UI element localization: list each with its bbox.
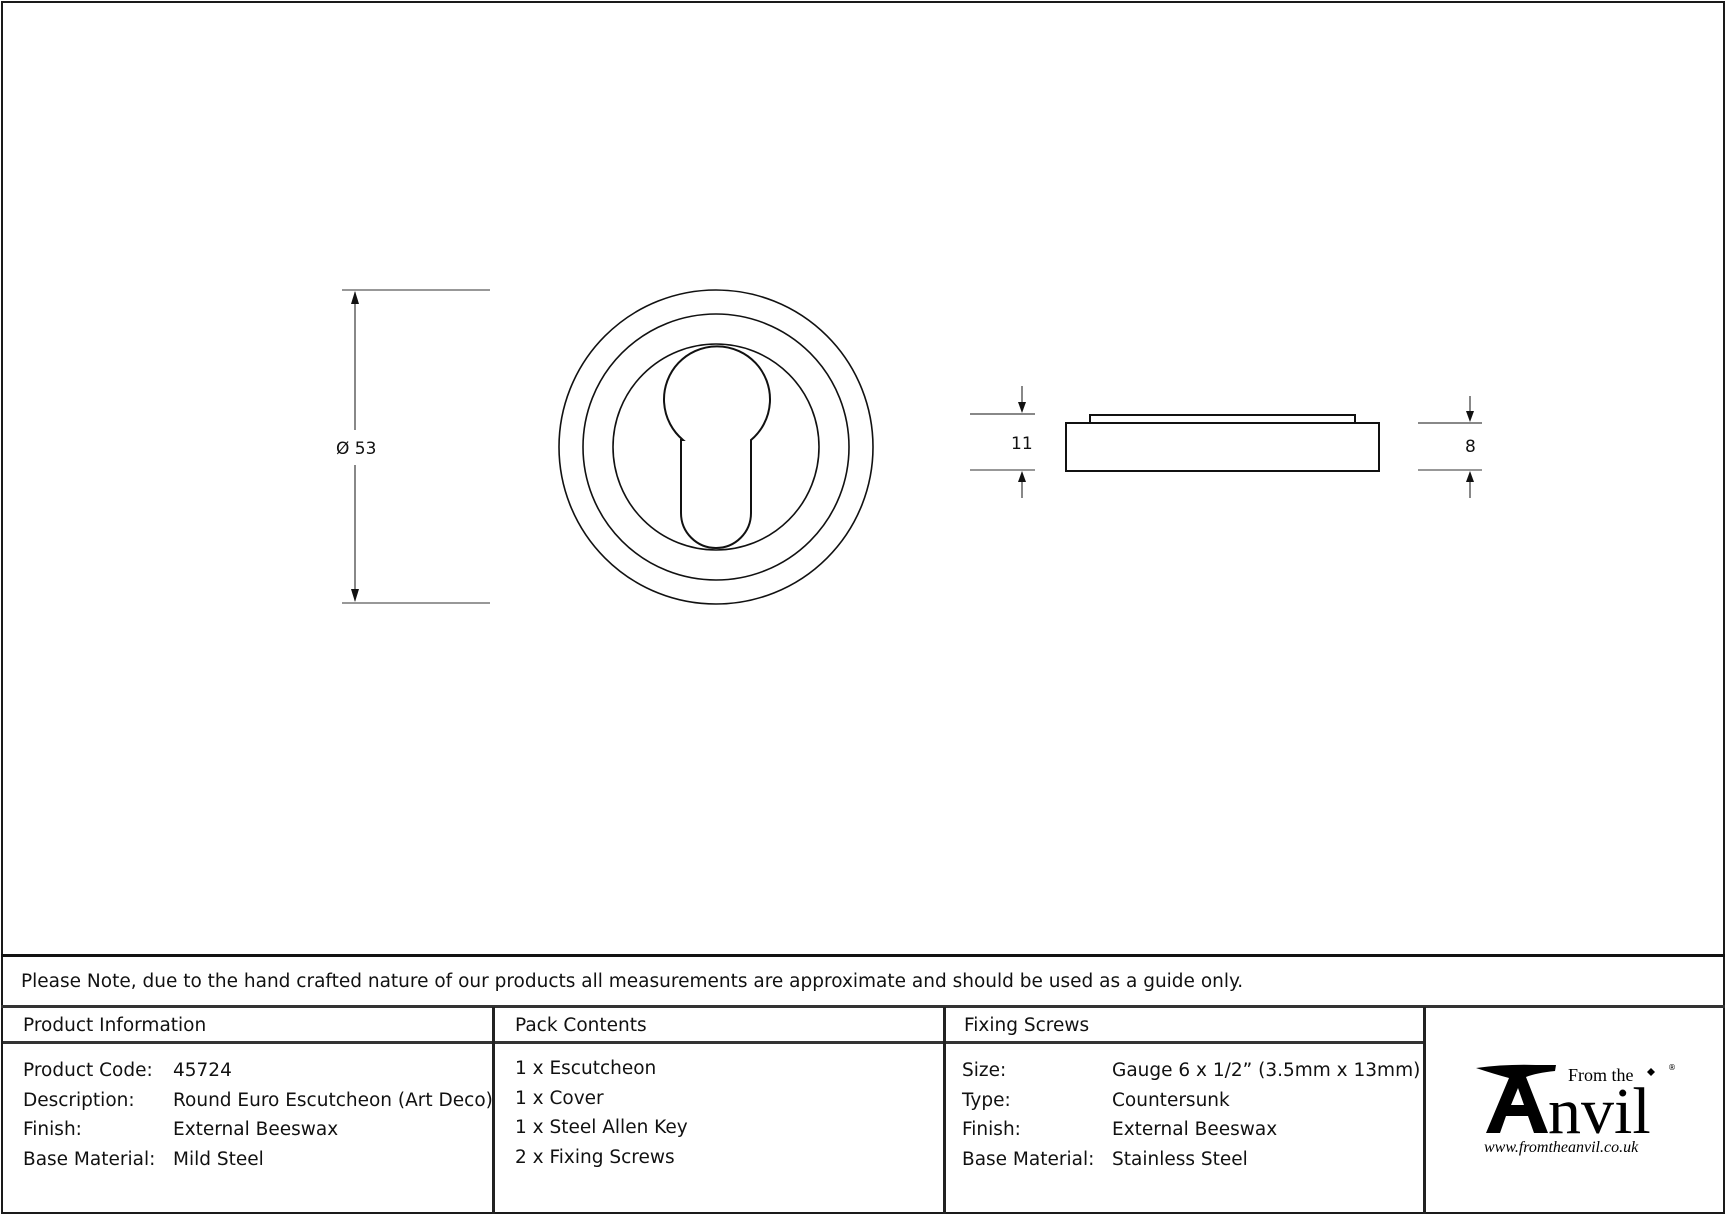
registered-mark: ® xyxy=(1668,1063,1676,1072)
screw-finish-label: Finish: xyxy=(962,1119,1021,1140)
diamond-icon xyxy=(1647,1068,1655,1076)
list-item: 2 x Fixing Screws xyxy=(515,1146,675,1168)
list-item: 1 x Steel Allen Key xyxy=(515,1117,688,1138)
product-information-header: Product Information xyxy=(3,1007,493,1044)
screw-size-value: Gauge 6 x 1/2” (3.5mm x 13mm) xyxy=(1112,1060,1421,1081)
total-height-dimension xyxy=(970,386,1035,498)
fixing-screws-table: Size: Gauge 6 x 1/2” (3.5mm x 13mm) Type… xyxy=(962,1056,1420,1174)
disclaimer-note: Please Note, due to the hand crafted nat… xyxy=(1,954,1725,1008)
pack-contents-header: Pack Contents xyxy=(495,1007,943,1044)
screw-finish-value: External Beeswax xyxy=(1112,1119,1278,1140)
fixing-screws-heading: Fixing Screws xyxy=(964,1015,1090,1036)
screw-size-label: Size: xyxy=(962,1060,1007,1081)
list-item: 1 x Cover xyxy=(515,1087,604,1109)
description-label: Description: xyxy=(23,1089,135,1111)
logo-brand-name: nvil xyxy=(1548,1075,1651,1148)
column-divider xyxy=(492,1007,495,1214)
product-info-row: Finish: External Beeswax xyxy=(23,1115,493,1145)
pack-contents-heading: Pack Contents xyxy=(515,1015,647,1036)
logo-website: www.fromtheanvil.co.uk xyxy=(1484,1139,1639,1156)
product-info-row: Base Material: Mild Steel xyxy=(23,1145,493,1175)
finish-value: External Beeswax xyxy=(173,1119,339,1140)
escutcheon-side-view xyxy=(1065,414,1380,472)
fixing-screws-row: Finish: External Beeswax xyxy=(962,1115,1420,1145)
base-material-label: Base Material: xyxy=(23,1148,156,1170)
column-divider xyxy=(943,1007,946,1214)
product-code-label: Product Code: xyxy=(23,1060,153,1081)
total-height-label: 11 xyxy=(1011,434,1033,454)
diameter-dimension xyxy=(342,289,490,604)
screw-type-value: Countersunk xyxy=(1112,1089,1230,1111)
fixing-screws-row: Base Material: Stainless Steel xyxy=(962,1145,1420,1175)
technical-drawing: Ø 53 11 8 xyxy=(336,289,1482,605)
fixing-screws-header: Fixing Screws xyxy=(946,1007,1424,1044)
pack-contents-list: 1 x Escutcheon 1 x Cover 1 x Steel Allen… xyxy=(515,1054,688,1172)
fixing-screws-panel: Fixing Screws Size: Gauge 6 x 1/2” (3.5m… xyxy=(946,1007,1424,1214)
base-height-dimension xyxy=(1418,396,1482,498)
keyhole-icon xyxy=(663,345,771,549)
screw-base-material-label: Base Material: xyxy=(962,1148,1095,1170)
pack-contents-panel: Pack Contents 1 x Escutcheon 1 x Cover 1… xyxy=(495,1007,943,1214)
product-info-row: Description: Round Euro Escutcheon (Art … xyxy=(23,1086,493,1116)
product-info-row: Product Code: 45724 xyxy=(23,1056,493,1086)
product-information-heading: Product Information xyxy=(23,1015,207,1036)
screw-base-material-value: Stainless Steel xyxy=(1112,1148,1248,1170)
base-material-value: Mild Steel xyxy=(173,1148,264,1170)
escutcheon-front-view xyxy=(558,289,874,605)
description-value: Round Euro Escutcheon (Art Deco) xyxy=(173,1089,493,1111)
product-information-table: Product Code: 45724 Description: Round E… xyxy=(23,1056,493,1174)
anvil-icon xyxy=(1476,1064,1556,1133)
disclaimer-text: Please Note, due to the hand crafted nat… xyxy=(21,971,1244,992)
screw-type-label: Type: xyxy=(962,1089,1011,1111)
from-the-anvil-logo: From the nvil ® www.fromtheanvil.co.uk xyxy=(1476,1063,1676,1156)
base-height-label: 8 xyxy=(1465,437,1476,457)
list-item: 1 x Escutcheon xyxy=(515,1058,657,1079)
fixing-screws-row: Size: Gauge 6 x 1/2” (3.5mm x 13mm) xyxy=(962,1056,1420,1086)
finish-label: Finish: xyxy=(23,1119,82,1140)
fixing-screws-row: Type: Countersunk xyxy=(962,1086,1420,1116)
product-information-panel: Product Information Product Code: 45724 … xyxy=(3,1007,493,1214)
logo-from-the: From the xyxy=(1568,1065,1634,1085)
column-divider xyxy=(1423,1007,1426,1214)
product-code-value: 45724 xyxy=(173,1060,232,1081)
diameter-label: Ø 53 xyxy=(336,439,376,459)
